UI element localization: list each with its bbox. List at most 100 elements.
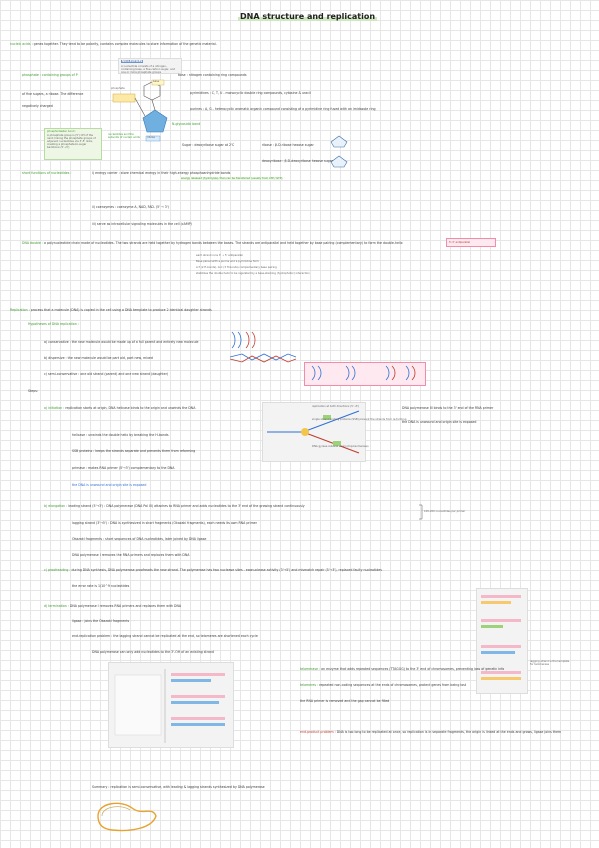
dispersive-model-icon bbox=[229, 353, 297, 363]
telomerase-label: telomerase : bbox=[300, 667, 321, 671]
telomeres-label: telomeres : bbox=[300, 683, 319, 687]
deoxyribose-sugar-icon bbox=[330, 155, 348, 168]
termination-text: DNA polymerase I removes RNA primers and… bbox=[69, 604, 182, 608]
hypotheses-label: Hypotheses of DNA replication : bbox=[28, 322, 79, 326]
telomeres-text: repeated non-coding sequences at the end… bbox=[319, 683, 467, 687]
hypothesis-2: b) dispersive : the new molecule would b… bbox=[44, 356, 153, 360]
semi-conservative-model-icon bbox=[311, 365, 416, 381]
intro-line: nucleic acids : genes together. They ten… bbox=[10, 42, 217, 46]
ssb-line: SSB proteins : keeps the strands separat… bbox=[72, 449, 196, 453]
end-problem-line: end-replication problem : the lagging st… bbox=[72, 634, 258, 638]
ligase-line: ligase : joins the Okazaki fragments bbox=[72, 619, 130, 623]
initiation-pol: DNA polymerase III binds to the 3' end o… bbox=[402, 406, 494, 410]
lagging-line: lagging strand (3'→5') : DNA is synthesi… bbox=[72, 521, 257, 525]
fork-note-1: replication at both directions (5'→3') bbox=[312, 405, 360, 408]
phospho-label: phosphodiester bond : bbox=[47, 130, 77, 133]
short-functions-label: short functions of nucleotides : bbox=[22, 171, 72, 175]
initiation-text: replication starts at origin, DNA helica… bbox=[65, 406, 196, 410]
telomere-figure bbox=[476, 588, 528, 694]
base-tag: base bbox=[153, 80, 160, 83]
sugar-tag: ribose bbox=[147, 136, 155, 139]
antiparallel-box: 5'-3' antiparallel bbox=[446, 238, 496, 247]
ribose-line: ribose : β-D-ribose hexose sugar bbox=[262, 143, 314, 147]
replication-line: Replication : process that a molecule (D… bbox=[10, 308, 212, 312]
dna-note-4: stabilizes the double helix to be regula… bbox=[196, 272, 310, 275]
ribose-sugar-icon bbox=[330, 135, 348, 148]
step-initiation: a) initiation : replication starts at or… bbox=[44, 406, 195, 410]
proofreading-text: during DNA synthesis, DNA polymerase pro… bbox=[71, 568, 382, 572]
caption-title: NUCLEOTIDES bbox=[121, 60, 144, 63]
sugar-line: of five sugars, a ribose. The difference bbox=[22, 92, 84, 96]
antiparallel-label: 5'-3' antiparallel bbox=[449, 241, 471, 244]
exo-line: DNA polymerase I removes the RNA primers… bbox=[72, 553, 190, 557]
phosphate-tag: phosphate bbox=[111, 87, 125, 90]
phosphate-text: phosphate : containing groups of P bbox=[22, 73, 78, 77]
dna-double-line: DNA double : a polynucleotide chain made… bbox=[22, 241, 403, 245]
glycosidic-bond: N-glycosidic bond bbox=[172, 122, 201, 126]
dna-double-text: a polynucleotide chain made of nucleotid… bbox=[44, 241, 403, 245]
phosphodiester-note: phosphodiester bond : A phosphate group … bbox=[44, 128, 102, 160]
telomerase-text: an enzyme that adds repeated sequences (… bbox=[321, 667, 505, 671]
ends-text: DNA is too long to be replicated at once… bbox=[336, 730, 562, 734]
primer-line: primase : makes RNA primer (5'→3') compl… bbox=[72, 466, 175, 470]
ends-line: end-product problem : DNA is too long to… bbox=[300, 730, 561, 734]
telomere-fig-note: lagging strand is the template for telom… bbox=[530, 660, 570, 666]
sugar-type-line: Sugar : deoxyribose sugar at 2'C bbox=[182, 143, 235, 147]
dna-note-1: each strand runs 3' → 5' antiparallel bbox=[196, 254, 243, 257]
elongation-label: b) elongation : bbox=[44, 504, 68, 508]
initiation-fact: the DNA is unwound and origin site is ex… bbox=[402, 420, 477, 424]
function-1: i) energy carrier : store chemical energ… bbox=[92, 171, 231, 175]
replication-fork-figure bbox=[262, 402, 366, 462]
function-3: iii) serve as intracellular signaling mo… bbox=[92, 222, 192, 226]
dna-note-3: A-T (2 H-bonds), G-C (3 H-bonds) complem… bbox=[196, 266, 277, 269]
summary-line: Summary : replication is semi-conservati… bbox=[92, 785, 265, 789]
purines-line: purines : A, G - heterocyclic aromatic o… bbox=[190, 107, 376, 111]
charge-line: negatively charged bbox=[22, 104, 53, 108]
ends-label: end-product problem : bbox=[300, 730, 336, 734]
intro-label: nucleic acids : bbox=[10, 42, 33, 46]
okazaki-figure bbox=[108, 662, 234, 748]
okazaki-diagram bbox=[114, 669, 225, 743]
initiation-label: a) initiation : bbox=[44, 406, 65, 410]
polymerase-note: DNA polymerase can only add nucleotides … bbox=[92, 650, 214, 654]
telomerase-line: telomerase : an enzyme that adds repeate… bbox=[300, 667, 504, 671]
dna-note-2: Base paired with a purine and a pyrimidi… bbox=[196, 260, 259, 263]
dna-double-label: DNA double : bbox=[22, 241, 43, 245]
replication-text: process that a molecule (DNA) is copied … bbox=[30, 308, 212, 312]
step-elongation: b) elongation : leading strand (5'→3') :… bbox=[44, 504, 305, 508]
fork-note-2: single strand binding proteins (SSB) pre… bbox=[312, 418, 407, 421]
hypothesis-1: a) conservative : the new molecule would… bbox=[44, 340, 199, 344]
looped-dna-icon bbox=[97, 802, 157, 832]
telomeres-line: telomeres : repeated non-coding sequence… bbox=[300, 683, 466, 687]
replication-label: Replication : bbox=[10, 308, 30, 312]
primer-note-line: the RNA primer is removed and the gap ca… bbox=[300, 699, 390, 703]
error-rate-line: the error rate is 1/10^9 nucleotides bbox=[72, 584, 130, 588]
steps-label: Steps: bbox=[28, 389, 38, 393]
termination-label: d) termination : bbox=[44, 604, 69, 608]
step-termination: d) termination : DNA polymerase I remove… bbox=[44, 604, 181, 608]
function-2: ii) coenzymes : coenzyme A, NAD, FAD. (5… bbox=[92, 205, 169, 209]
caption-text: A nucleotide consists of a nitrogen-cont… bbox=[121, 65, 176, 74]
page-title: DNA structure and replication bbox=[238, 12, 378, 21]
semi-conservative-box bbox=[304, 362, 426, 386]
fork-note-3: DNA gyrase relieves strain (topoisomeras… bbox=[312, 445, 369, 448]
okazaki-bracket-note: 100-200 nucleotides per primer bbox=[424, 510, 466, 513]
okazaki-bracket bbox=[419, 504, 423, 520]
sugar-caption: nucleotides and the subunits of nucleic … bbox=[108, 133, 140, 139]
pyrimidines-line: pyrimidines : C, T, U - monocyclic doubl… bbox=[190, 91, 311, 95]
okazaki-line: Okazaki fragments : short sequences of D… bbox=[72, 537, 207, 541]
fork-diagram bbox=[267, 410, 360, 454]
nucleotide-diagram bbox=[112, 79, 168, 142]
step-proofreading: c) proofreading : during DNA synthesis, … bbox=[44, 568, 382, 572]
conservative-model-icon bbox=[231, 331, 256, 349]
helicase-line: helicase : unwinds the double helix by b… bbox=[72, 433, 169, 437]
origin-line: the DNA is unwound and origin site is ex… bbox=[72, 483, 147, 487]
elongation-text: leading strand (5'→3') : DNA polymerase … bbox=[68, 504, 305, 508]
telomere-diagram bbox=[481, 595, 521, 680]
nucleotides-caption-box: NUCLEOTIDES A nucleotide consists of a n… bbox=[118, 58, 182, 74]
phospho-text: A phosphate group is (5') OH of the next… bbox=[47, 134, 96, 149]
proofreading-label: c) proofreading : bbox=[44, 568, 71, 572]
hypothesis-3: c) semi-conservative : one old strand (p… bbox=[44, 372, 169, 376]
intro-text: genes together. They tend to be polarity… bbox=[33, 42, 217, 46]
deoxyribose-line: deoxyribose : β-D-deoxyribose hexose sug… bbox=[262, 159, 333, 163]
